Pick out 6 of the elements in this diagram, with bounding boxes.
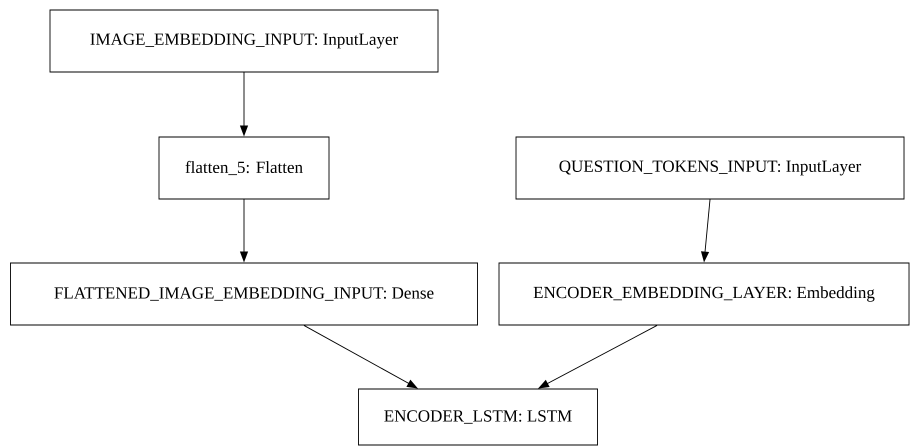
layer-box: IMAGE_EMBEDDING_INPUT: InputLayer [50,10,438,72]
layer-box: FLATTENED_IMAGE_EMBEDDING_INPUT: Dense [10,262,478,326]
layer-box: flatten_5: Flatten [158,136,330,200]
layer-box: ENCODER_LSTM: LSTM [358,388,598,446]
layer-box: ENCODER_EMBEDDING_LAYER: Embedding [498,262,910,326]
layer-box: QUESTION_TOKENS_INPUT: InputLayer [516,136,904,200]
